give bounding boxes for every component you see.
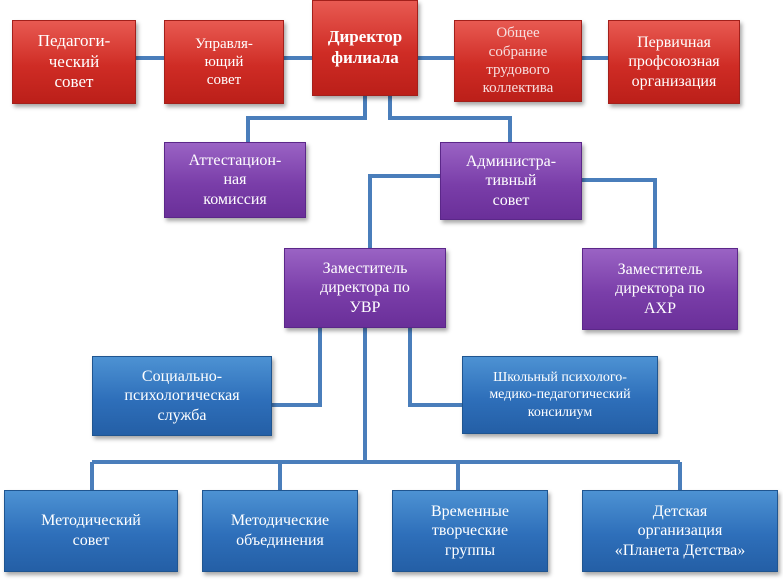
attest-box: Аттестацион- ная комиссия	[164, 142, 306, 218]
zam-ahr-box: Заместитель директора по АХР	[582, 248, 738, 330]
zam-uvr-box: Заместитель директора по УВР	[284, 248, 446, 328]
director-box: Директор филиала	[312, 0, 418, 96]
admin-sovet-box: Администра- тивный совет	[440, 142, 582, 220]
profsoyuz-box: Первичная профсоюзная организация	[608, 20, 740, 104]
vrem-gruppy-box: Временные творческие группы	[392, 490, 548, 572]
ped-sovet-box: Педагоги- ческий совет	[12, 20, 136, 104]
upr-sovet-box: Управля- ющий совет	[164, 20, 284, 104]
psmpk-box: Школьный психолого- медико-педагогически…	[462, 356, 658, 434]
soc-psych-box: Социально- психологическая служба	[92, 356, 272, 436]
det-org-box: Детская организация «Планета Детства»	[582, 490, 778, 572]
metod-sovet-box: Методический совет	[4, 490, 178, 572]
metod-obed-box: Методические объединения	[202, 490, 358, 572]
obsh-sobranie-box: Общее собрание трудового коллектива	[454, 20, 582, 102]
